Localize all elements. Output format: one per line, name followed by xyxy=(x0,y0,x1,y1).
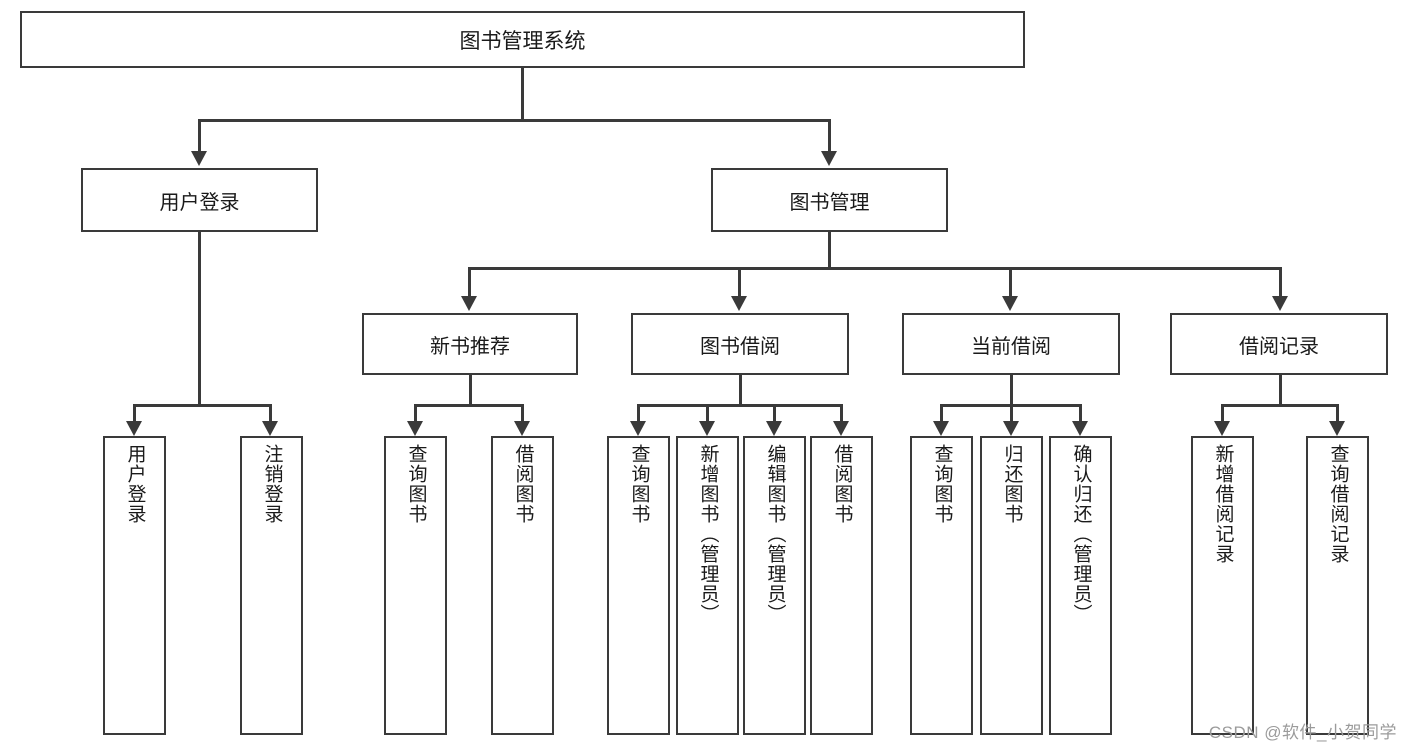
connector-book-borrow-to-leaf-0 xyxy=(637,404,640,421)
connector-new-book-to-leaf-1 xyxy=(521,404,524,421)
arrowhead-current-borrow-leaf-0 xyxy=(933,421,949,436)
node-book-management[interactable]: 图书管理 xyxy=(711,168,948,232)
leaf-user-login-1[interactable]: 注销登录 xyxy=(240,436,303,735)
node-root-system[interactable]: 图书管理系统 xyxy=(20,11,1025,68)
arrowhead-current-borrow-leaf-1 xyxy=(1003,421,1019,436)
leaf-label: 用户登录 xyxy=(124,444,146,524)
node-new-book-recommend[interactable]: 新书推荐 xyxy=(362,313,578,375)
leaf-borrow-record-1[interactable]: 查询借阅记录 xyxy=(1306,436,1369,735)
leaf-current-borrow-1[interactable]: 归还图书 xyxy=(980,436,1043,735)
node-label: 图书借阅 xyxy=(700,335,780,358)
connector-current-borrow-stem xyxy=(1010,375,1013,405)
leaf-label: 确认归还（管理员） xyxy=(1070,444,1092,624)
connector-user-login-to-leaf-1 xyxy=(269,404,272,421)
connector-current-borrow-to-leaf-2 xyxy=(1079,404,1082,421)
leaf-current-borrow-0[interactable]: 查询图书 xyxy=(910,436,973,735)
connector-root-bus xyxy=(198,119,831,122)
connector-book-manage-to-lvl3-2 xyxy=(1009,267,1012,296)
node-book-borrow[interactable]: 图书借阅 xyxy=(631,313,849,375)
connector-new-book-stem xyxy=(469,375,472,405)
leaf-label: 查询图书 xyxy=(931,444,953,524)
arrowhead-book-borrow-leaf-3 xyxy=(833,421,849,436)
connector-new-book-bus xyxy=(414,404,524,407)
leaf-label: 借阅图书 xyxy=(512,444,534,524)
node-current-borrow[interactable]: 当前借阅 xyxy=(902,313,1120,375)
connector-user-login-bus xyxy=(133,404,272,407)
connector-book-borrow-bus xyxy=(637,404,842,407)
connector-book-borrow-to-leaf-1 xyxy=(706,404,709,421)
connector-book-manage-bus xyxy=(468,267,1282,270)
connector-book-manage-stem xyxy=(828,232,831,268)
arrowhead-user-login-leaf-0 xyxy=(126,421,142,436)
connector-current-borrow-to-leaf-0 xyxy=(940,404,943,421)
arrowhead-user-login-leaf-1 xyxy=(262,421,278,436)
node-borrow-record[interactable]: 借阅记录 xyxy=(1170,313,1388,375)
csdn-watermark: CSDN @软件_小贺同学 xyxy=(1208,723,1397,742)
arrowhead-root-to-user-login xyxy=(191,151,207,166)
connector-borrow-record-to-leaf-1 xyxy=(1336,404,1339,421)
leaf-label: 新增图书（管理员） xyxy=(697,444,719,624)
connector-book-borrow-stem xyxy=(739,375,742,405)
arrowhead-book-borrow-leaf-1 xyxy=(699,421,715,436)
leaf-label: 查询图书 xyxy=(405,444,427,524)
arrowhead-lvl3-2 xyxy=(1002,296,1018,311)
arrowhead-new-book-leaf-0 xyxy=(407,421,423,436)
arrowhead-borrow-record-leaf-0 xyxy=(1214,421,1230,436)
arrowhead-lvl3-0 xyxy=(461,296,477,311)
node-label: 图书管理 xyxy=(789,191,870,214)
arrowhead-current-borrow-leaf-2 xyxy=(1072,421,1088,436)
connector-root-stem xyxy=(521,68,524,120)
arrowhead-book-borrow-leaf-0 xyxy=(630,421,646,436)
leaf-book-borrow-3[interactable]: 借阅图书 xyxy=(810,436,873,735)
leaf-book-borrow-1[interactable]: 新增图书（管理员） xyxy=(676,436,739,735)
connector-borrow-record-to-leaf-0 xyxy=(1221,404,1224,421)
arrowhead-borrow-record-leaf-1 xyxy=(1329,421,1345,436)
connector-book-borrow-to-leaf-3 xyxy=(840,404,843,421)
connector-book-manage-to-lvl3-3 xyxy=(1279,267,1282,296)
node-label: 图书管理系统 xyxy=(459,29,586,53)
leaf-new-book-recommend-0[interactable]: 查询图书 xyxy=(384,436,447,735)
connector-new-book-to-leaf-0 xyxy=(414,404,417,421)
leaf-current-borrow-2[interactable]: 确认归还（管理员） xyxy=(1049,436,1112,735)
arrowhead-new-book-leaf-1 xyxy=(514,421,530,436)
node-user-login[interactable]: 用户登录 xyxy=(81,168,318,232)
leaf-label: 查询图书 xyxy=(628,444,650,524)
arrowhead-lvl3-1 xyxy=(731,296,747,311)
node-label: 用户登录 xyxy=(159,191,240,214)
arrowhead-lvl3-3 xyxy=(1272,296,1288,311)
node-label: 借阅记录 xyxy=(1239,335,1319,358)
arrowhead-book-borrow-leaf-2 xyxy=(766,421,782,436)
leaf-new-book-recommend-1[interactable]: 借阅图书 xyxy=(491,436,554,735)
connector-user-login-to-leaf-0 xyxy=(133,404,136,421)
leaf-borrow-record-0[interactable]: 新增借阅记录 xyxy=(1191,436,1254,735)
leaf-label: 借阅图书 xyxy=(831,444,853,524)
leaf-label: 新增借阅记录 xyxy=(1212,444,1234,564)
connector-borrow-record-stem xyxy=(1279,375,1282,405)
connector-borrow-record-bus xyxy=(1221,404,1339,407)
leaf-label: 查询借阅记录 xyxy=(1327,444,1349,564)
connector-root-to-book-manage xyxy=(828,119,831,151)
connector-current-borrow-to-leaf-1 xyxy=(1010,404,1013,421)
leaf-label: 编辑图书（管理员） xyxy=(764,444,786,624)
node-label: 当前借阅 xyxy=(971,335,1051,358)
leaf-book-borrow-2[interactable]: 编辑图书（管理员） xyxy=(743,436,806,735)
arrowhead-root-to-book-manage xyxy=(821,151,837,166)
connector-book-manage-to-lvl3-1 xyxy=(738,267,741,296)
connector-book-manage-to-lvl3-0 xyxy=(468,267,471,296)
leaf-label: 归还图书 xyxy=(1001,444,1023,524)
leaf-label: 注销登录 xyxy=(261,444,283,524)
connector-book-borrow-to-leaf-2 xyxy=(773,404,776,421)
node-label: 新书推荐 xyxy=(430,335,510,358)
connector-root-to-user-login xyxy=(198,119,201,151)
connector-user-login-stem xyxy=(198,232,201,405)
leaf-user-login-0[interactable]: 用户登录 xyxy=(103,436,166,735)
leaf-book-borrow-0[interactable]: 查询图书 xyxy=(607,436,670,735)
